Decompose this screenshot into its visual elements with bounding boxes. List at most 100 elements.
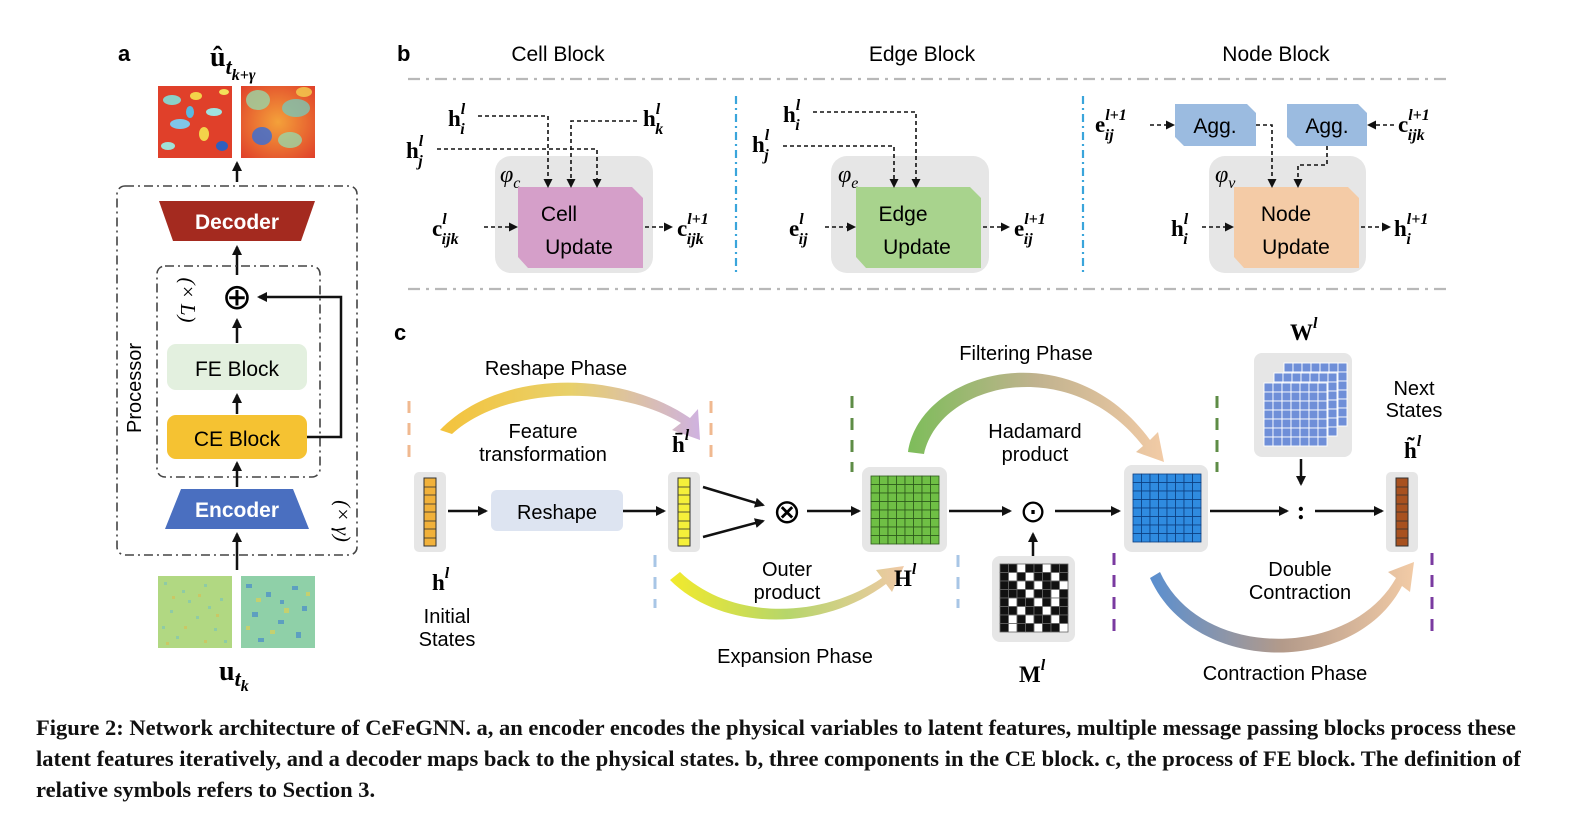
arrow-hbar-to-otimes-top (702, 485, 765, 508)
otimes-symbol: ⊗ (773, 494, 802, 531)
cell-update-box (518, 187, 643, 268)
residual-connection (257, 292, 343, 439)
next-states-line1: Next (1393, 378, 1435, 400)
initial-states-line2: States (419, 629, 476, 651)
H-label: Hl (894, 561, 917, 591)
input-field-2 (241, 576, 315, 648)
initial-h-label: hl (432, 565, 450, 595)
node-block-title: Node Block (1222, 43, 1330, 66)
processor-label: Processor (124, 343, 146, 433)
expansion-phase-label: Expansion Phase (717, 646, 873, 668)
phase-dividers (407, 396, 1434, 640)
output-label: ûtk+γ (210, 42, 256, 84)
output-label-base: û (210, 42, 226, 73)
filtered-matrix-grid (1132, 473, 1202, 543)
panel-a-letter: a (118, 41, 131, 66)
H-matrix-grid (870, 475, 940, 545)
node-arrows (1150, 120, 1394, 232)
reshape-phase-arrow (440, 382, 700, 440)
odot-symbol: ⊙ (1020, 493, 1047, 529)
arrow-hbar-to-otimes-bottom (702, 518, 765, 539)
filtering-phase-arrow (908, 372, 1164, 462)
output-label-sub: t (226, 54, 233, 79)
outer-product-line1: Outer (762, 559, 812, 581)
fe-block (167, 344, 307, 390)
edge-update-line1: Edge (878, 203, 927, 226)
cell-phi: φc (500, 162, 520, 192)
encoder-block (165, 489, 309, 529)
reshaped-vector (677, 477, 691, 547)
node-update-box (1234, 187, 1359, 268)
ce-block-label: CE Block (194, 428, 281, 451)
node-update-line2: Update (1262, 236, 1330, 259)
reshape-box-label: Reshape (517, 502, 597, 524)
edge-update-line2: Update (883, 236, 951, 259)
double-contraction-line2: Contraction (1249, 582, 1351, 604)
input-label-subsub: k (241, 678, 249, 695)
iteration-box (156, 265, 321, 478)
input-label: utk (219, 656, 249, 695)
decoder-label: Decoder (195, 211, 279, 234)
node-phi: φv (1215, 162, 1236, 192)
initial-vector (423, 477, 437, 547)
agg-edges-label: Agg. (1193, 115, 1236, 138)
feature-transformation-line2: transformation (479, 444, 607, 466)
hbar-label: h̄l (672, 427, 690, 457)
oplus-symbol: ⊕ (222, 277, 252, 317)
encoder-label: Encoder (195, 499, 279, 522)
contraction-phase-arrow (1150, 562, 1414, 653)
input-label-sub: t (235, 666, 242, 691)
filtering-phase-label: Filtering Phase (959, 343, 1092, 365)
feature-transformation-line1: Feature (509, 421, 578, 443)
agg-box-edges (1175, 104, 1256, 146)
reshape-box (491, 490, 623, 531)
node-update-line1: Node (1261, 203, 1311, 226)
cell-update-line2: Update (545, 236, 613, 259)
cell-arrows (437, 115, 673, 232)
agg-box-cells (1287, 104, 1367, 146)
next-states-line2: States (1386, 400, 1443, 422)
contraction-phase-label: Contraction Phase (1203, 663, 1368, 685)
ce-block (167, 415, 307, 459)
edge-phi: φe (838, 162, 858, 192)
initial-states-line1: Initial (424, 606, 471, 628)
hadamard-line1: Hadamard (988, 421, 1081, 443)
edge-update-box (856, 187, 981, 268)
figure-caption: Figure 2: Network architecture of CeFeGN… (36, 715, 1521, 802)
output-heatmap-2 (241, 86, 315, 158)
M-label: Ml (1019, 657, 1046, 687)
expansion-phase-arrow (670, 566, 904, 620)
processor-box (116, 185, 358, 556)
input-label-base: u (219, 656, 235, 687)
outer-product-line2: product (754, 582, 821, 604)
output-label-subsub: k+γ (232, 67, 256, 84)
W-label: Wl (1290, 315, 1318, 345)
cell-update-line1: Cell (541, 203, 577, 226)
decoder-block (159, 201, 315, 241)
repeat-gamma-label: (× γ) (331, 500, 355, 542)
next-vector (1395, 477, 1409, 547)
mask-matrix-grid (999, 563, 1069, 633)
panel-b-letter: b (397, 41, 410, 66)
fe-block-label: FE Block (195, 358, 280, 381)
input-field-1 (158, 576, 232, 648)
edge-block-title: Edge Block (869, 43, 976, 66)
W-tensor-stack (1263, 362, 1348, 447)
repeat-L-label: (× L) (176, 277, 200, 322)
cell-block-title: Cell Block (511, 43, 605, 66)
panel-c-letter: c (394, 320, 406, 345)
htilde-label: h̃l (1404, 433, 1422, 463)
